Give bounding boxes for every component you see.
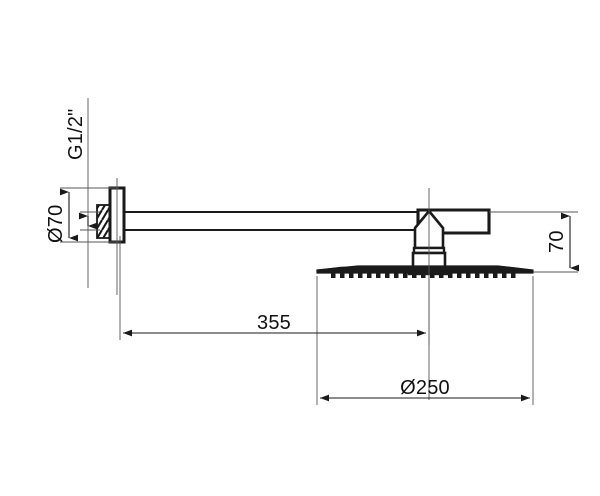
- label-head-diameter: Ø250: [400, 377, 450, 399]
- label-drop-height: 70: [546, 230, 568, 253]
- dimension-lines: [60, 188, 579, 402]
- shower-head-nozzles: [331, 273, 516, 278]
- extension-lines: [60, 187, 578, 405]
- dimension-labels: G1/2" Ø70 355 Ø250 70: [45, 109, 568, 399]
- label-arm-projection: 355: [257, 312, 291, 334]
- centre-lines: [87, 98, 430, 400]
- shower-arm-tube: [117, 210, 454, 232]
- shower-head-top-edge: [316, 266, 534, 273]
- label-flange-diameter: Ø70: [45, 205, 67, 243]
- label-thread-size: G1/2": [65, 109, 87, 160]
- shower-head: [316, 265, 534, 278]
- product-geometry: [96, 186, 534, 278]
